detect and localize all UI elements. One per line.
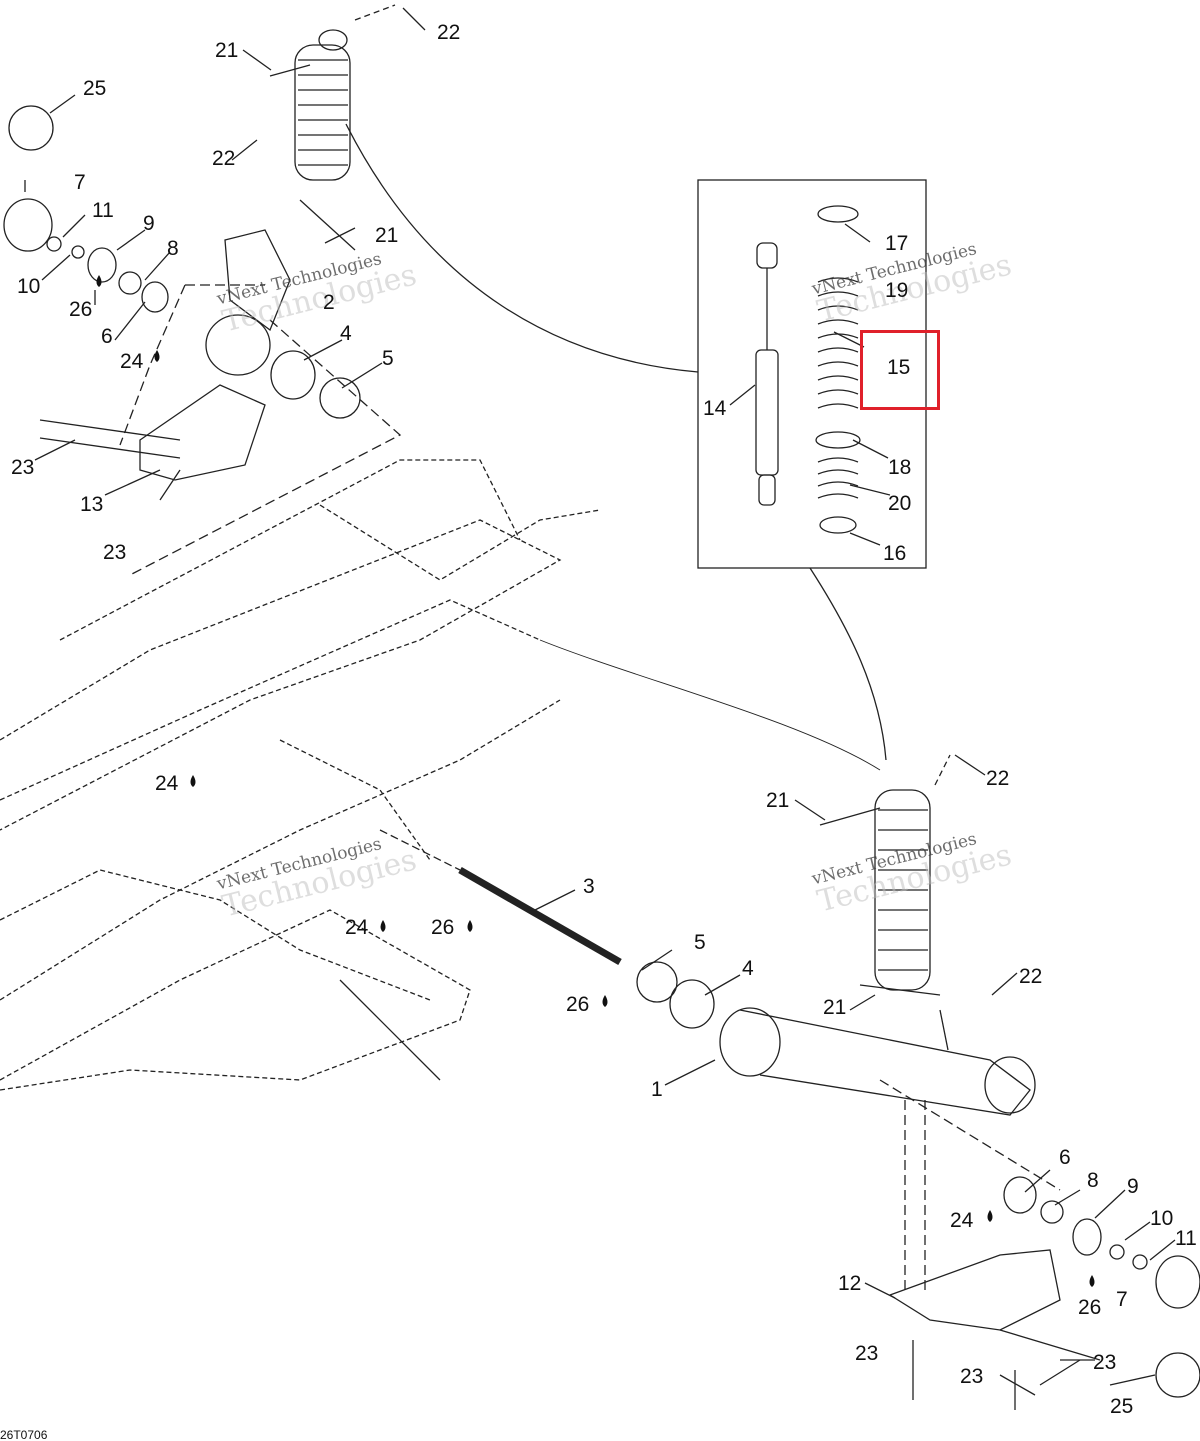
upper-shock-assembly: [269, 4, 396, 251]
spring-20: [817, 457, 859, 499]
callout-15: 15: [887, 356, 911, 379]
callout-19: 19: [885, 279, 909, 302]
shaft-3: [458, 866, 622, 966]
callout-8: 8: [1087, 1169, 1099, 1192]
callout-23: 23: [855, 1342, 879, 1365]
callout-9: 9: [1127, 1175, 1139, 1198]
callout-21: 21: [375, 224, 399, 247]
lubricant-drops: [96, 275, 1095, 1287]
callout-4: 4: [340, 322, 352, 345]
callout-26: 26: [431, 916, 455, 939]
callout-2: 2: [323, 291, 335, 314]
shock-absorber-14: [755, 242, 779, 506]
callout-16: 16: [883, 542, 907, 565]
callout-11: 11: [1175, 1227, 1197, 1250]
callout-22: 22: [437, 21, 461, 44]
callout-17: 17: [885, 232, 909, 255]
callout-22: 22: [986, 767, 1010, 790]
callout-10: 10: [17, 275, 41, 298]
diagram-code: 26T0706: [0, 1428, 48, 1441]
bearing-9b: [1072, 1218, 1102, 1256]
callout-24: 24: [950, 1209, 974, 1232]
callout-11: 11: [92, 199, 114, 222]
callout-6: 6: [1059, 1146, 1071, 1169]
callout-26: 26: [69, 298, 93, 321]
callout-24: 24: [345, 916, 369, 939]
callout-9: 9: [143, 212, 155, 235]
ring-25b: [1155, 1352, 1200, 1398]
callout-22: 22: [1019, 965, 1043, 988]
callout-18: 18: [888, 456, 912, 479]
callout-23: 23: [960, 1365, 984, 1388]
spring-guide-18: [815, 431, 861, 449]
callout-23: 23: [1093, 1351, 1117, 1374]
callout-26: 26: [1078, 1296, 1102, 1319]
highlight-box: [860, 330, 940, 410]
callout-5: 5: [694, 931, 706, 954]
spring-seat-16: [819, 516, 857, 534]
bearing-4b: [669, 979, 715, 1029]
callout-25: 25: [83, 77, 107, 100]
callout-5: 5: [382, 347, 394, 370]
callout-4: 4: [742, 957, 754, 980]
leader-curve-lower: [809, 567, 887, 761]
callout-24: 24: [120, 350, 144, 373]
hub-7b: [1155, 1255, 1200, 1309]
callout-1: 1: [651, 1078, 663, 1101]
knuckle-2: [224, 229, 291, 332]
callout-14: 14: [703, 397, 727, 420]
callout-24: 24: [155, 772, 179, 795]
callout-25: 25: [1110, 1395, 1134, 1418]
callout-7: 7: [1116, 1288, 1128, 1311]
guard-13: [139, 384, 266, 481]
callout-7: 7: [74, 171, 86, 194]
callout-23: 23: [103, 541, 127, 564]
hub-7a: [3, 198, 53, 252]
callout-26: 26: [566, 993, 590, 1016]
callout-23: 23: [11, 456, 35, 479]
callout-8: 8: [167, 237, 179, 260]
callout-21: 21: [215, 39, 239, 62]
leader-curve-upper: [345, 123, 699, 373]
seal-6b: [1003, 1176, 1037, 1214]
callout-3: 3: [583, 875, 595, 898]
callout-21: 21: [766, 789, 790, 812]
callout-6: 6: [101, 325, 113, 348]
callout-21: 21: [823, 996, 847, 1019]
guard-12: [888, 1249, 1061, 1331]
lower-shock-assembly: [819, 754, 951, 1051]
swing-arm-1: [719, 1007, 1036, 1116]
shock-detail-box: [697, 179, 927, 569]
ring-25a: [8, 105, 54, 151]
bearing-4a: [270, 350, 316, 400]
callout-20: 20: [888, 492, 912, 515]
callout-22: 22: [212, 147, 236, 170]
bearing-9a: [87, 247, 117, 283]
spring-seat-17: [817, 205, 859, 223]
callout-13: 13: [80, 493, 104, 516]
sleeve: [205, 314, 271, 376]
callout-10: 10: [1150, 1207, 1174, 1230]
callout-12: 12: [838, 1272, 862, 1295]
vehicle-frame: [0, 459, 601, 1091]
